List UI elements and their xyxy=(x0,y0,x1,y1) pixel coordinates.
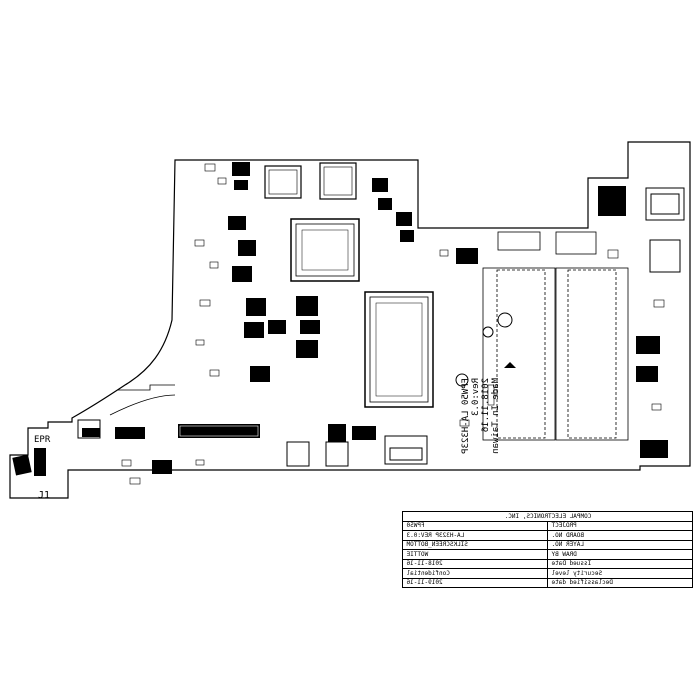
orientation-triangle xyxy=(504,362,516,368)
right-connectors xyxy=(456,186,685,382)
ul-logo xyxy=(497,312,513,328)
cpu-bga xyxy=(290,218,360,282)
revision-label: Rev:0.3 xyxy=(471,378,481,416)
gpu-bga xyxy=(364,291,434,408)
title-block-header: COMPAL ELECTRONICS, INC. xyxy=(402,511,693,521)
power-stage-components xyxy=(228,162,414,382)
date-label: 2018.11.16 xyxy=(481,378,491,432)
memory-chips xyxy=(264,162,357,200)
j1-label: J1 xyxy=(38,490,50,501)
board-corner-detail xyxy=(109,384,176,416)
memory-slot xyxy=(482,231,629,441)
origin-label: Made In Taiwan xyxy=(491,378,501,454)
epr-label: EPR xyxy=(34,435,51,445)
board-outline xyxy=(9,141,691,499)
ce-logo xyxy=(482,326,494,338)
bottom-connectors xyxy=(12,419,668,476)
recycle-logo xyxy=(455,373,469,387)
passive-components xyxy=(121,163,665,485)
model-label: FPW50 LA-H323P xyxy=(461,378,471,454)
